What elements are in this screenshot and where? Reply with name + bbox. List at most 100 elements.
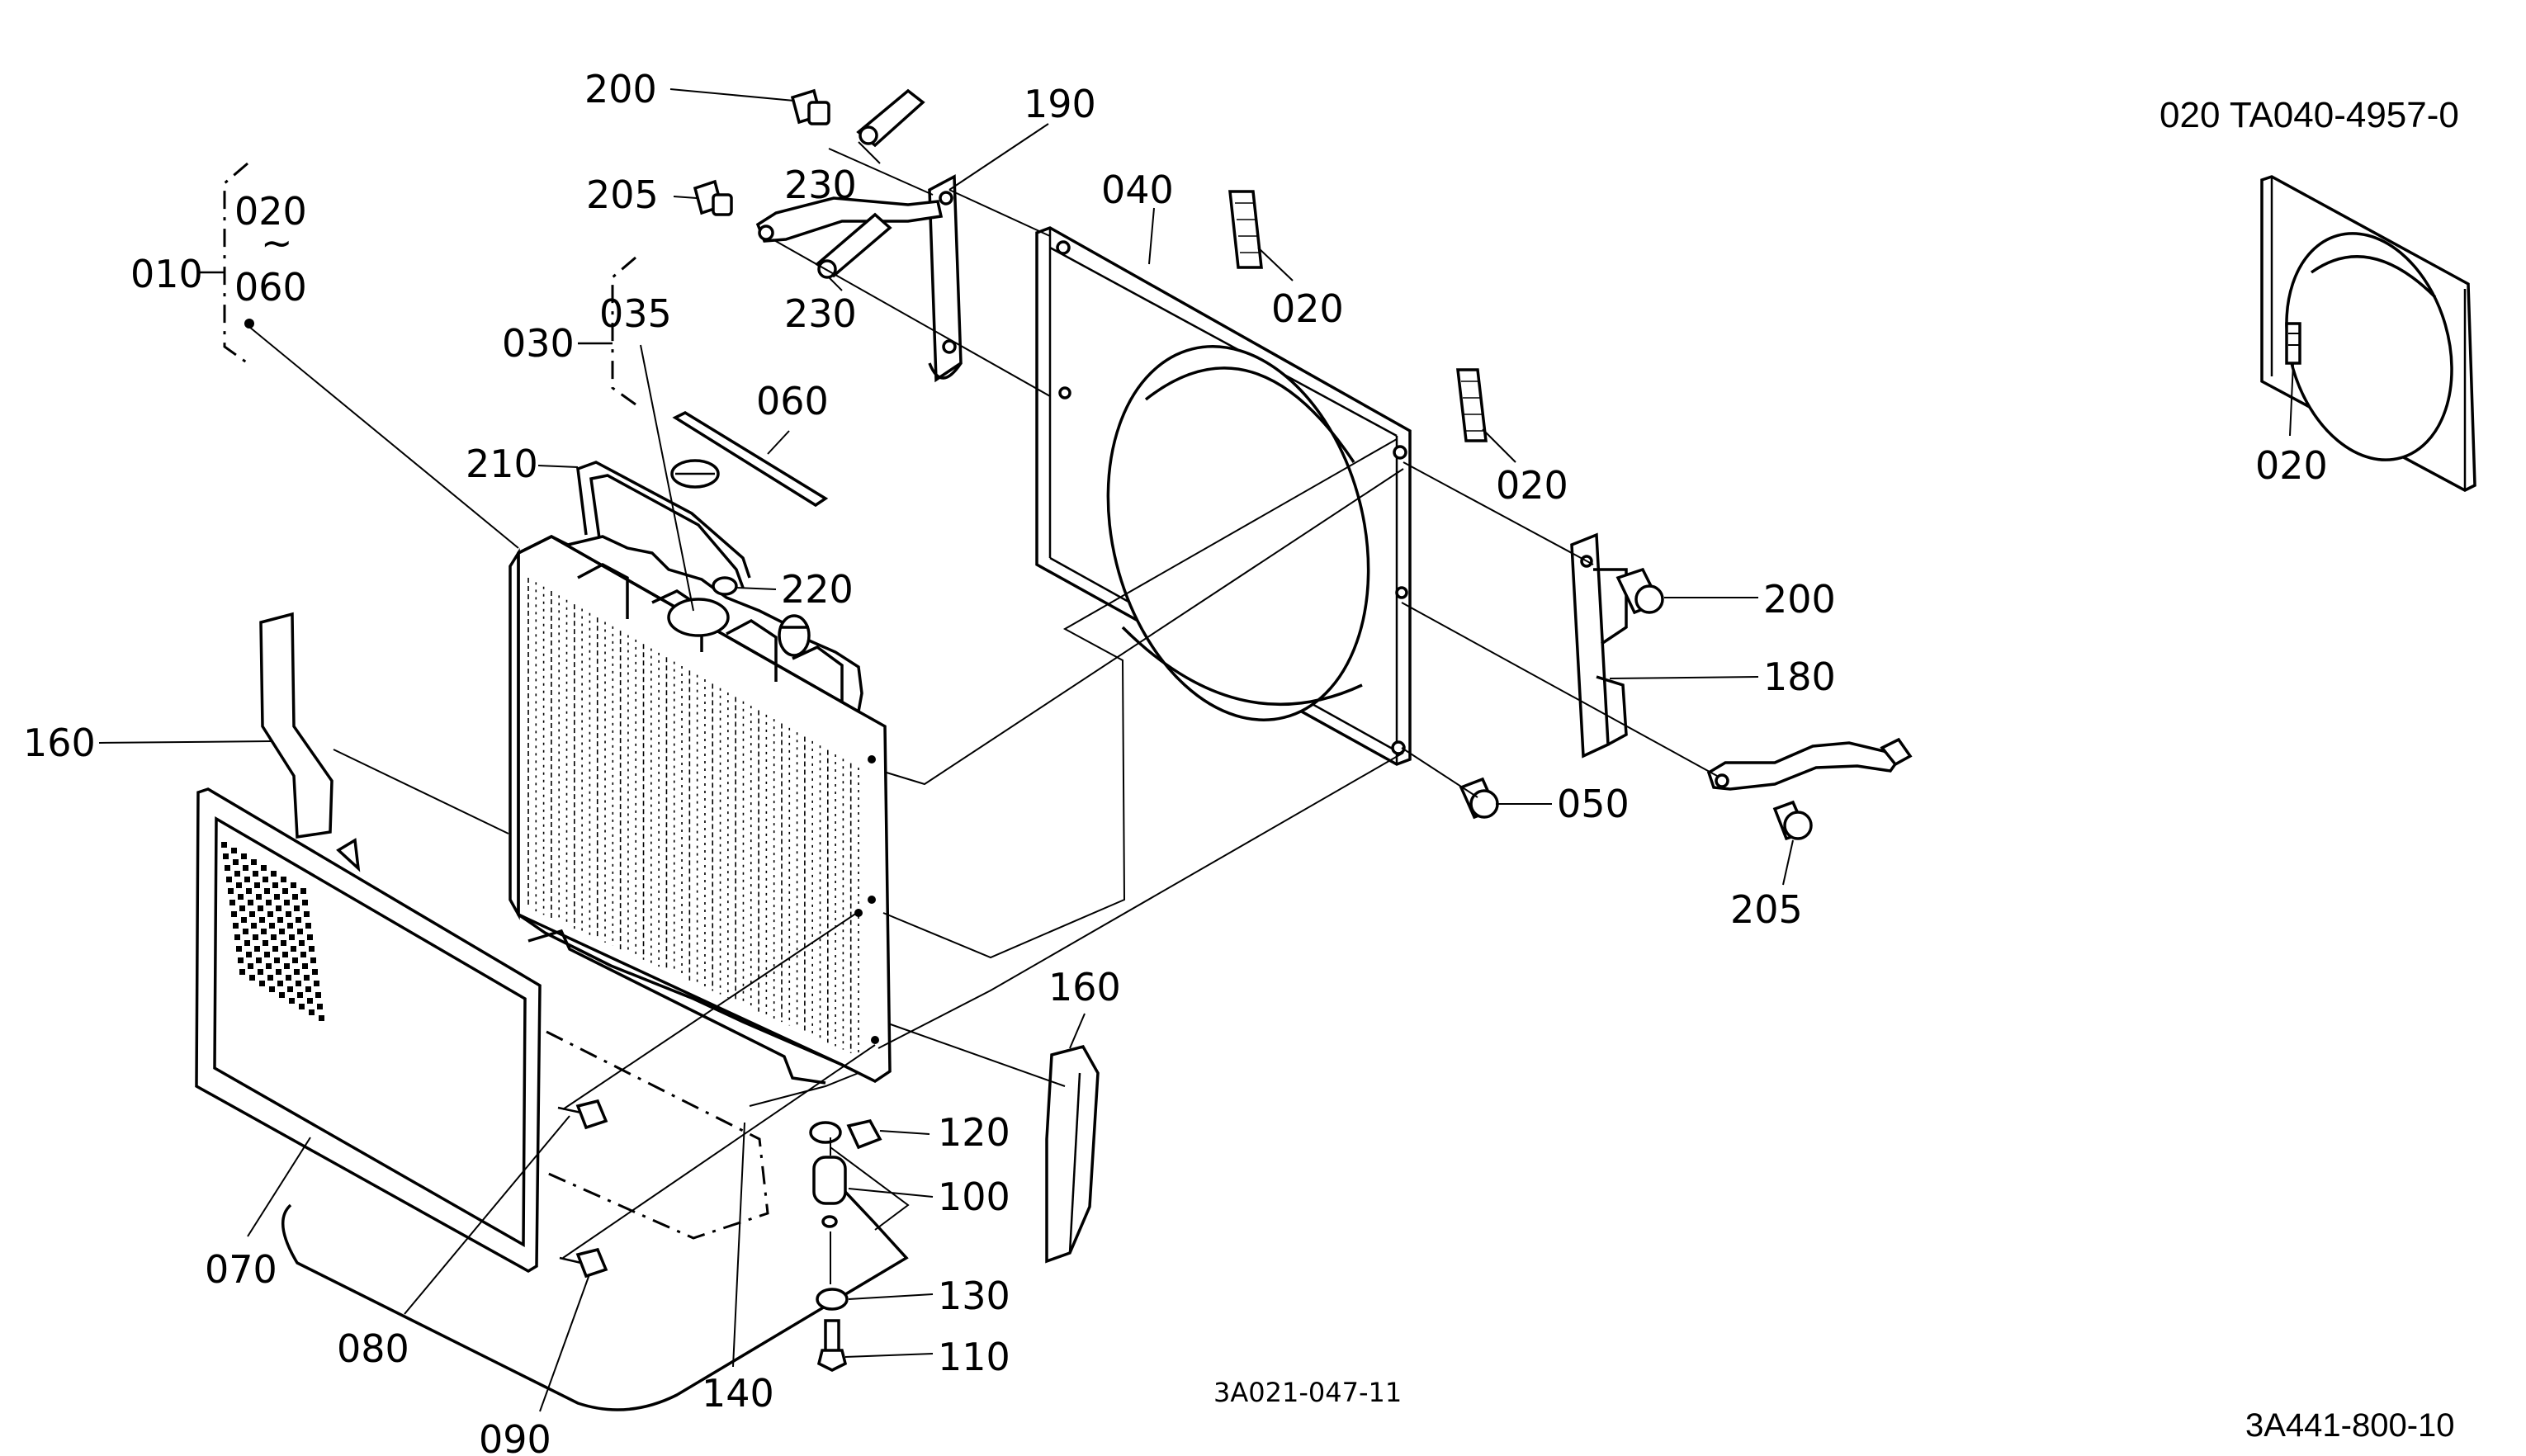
callout-230-upper: 230 bbox=[784, 163, 857, 207]
mesh-cell bbox=[241, 853, 247, 859]
mesh-cell bbox=[294, 969, 300, 975]
mesh-cell bbox=[239, 905, 245, 911]
strip-060 bbox=[672, 411, 829, 508]
stay-230-upper bbox=[856, 88, 925, 148]
mesh-cell bbox=[305, 923, 311, 929]
bolt-200-right bbox=[1615, 567, 1664, 615]
mesh-cell bbox=[312, 969, 318, 975]
callout-200-right: 200 bbox=[1763, 577, 1836, 622]
stay-left bbox=[928, 174, 963, 383]
mesh-cell bbox=[269, 986, 275, 992]
mesh-cell bbox=[282, 888, 288, 894]
callout-070: 070 bbox=[205, 1247, 277, 1292]
callout-035: 035 bbox=[599, 291, 672, 336]
mesh-cell bbox=[256, 957, 262, 963]
mesh-cell bbox=[307, 934, 313, 940]
callout-130: 130 bbox=[938, 1274, 1010, 1318]
mesh-cell bbox=[277, 917, 283, 923]
mesh-cell bbox=[299, 1004, 305, 1009]
mesh-cell bbox=[272, 882, 278, 888]
callout-140: 140 bbox=[702, 1371, 774, 1416]
seal-pad-lower bbox=[1456, 368, 1488, 442]
mesh-cell bbox=[231, 848, 237, 853]
bolt-050-shroud bbox=[1459, 777, 1499, 820]
mesh-cell bbox=[317, 1004, 323, 1009]
stay-bracket-mid bbox=[755, 196, 944, 279]
screen-mesh bbox=[221, 842, 324, 1021]
mesh-cell bbox=[266, 963, 272, 969]
mesh-cell bbox=[289, 934, 295, 940]
mesh-cell bbox=[300, 952, 306, 957]
mesh-cell bbox=[243, 865, 248, 871]
callout-080: 080 bbox=[337, 1326, 409, 1371]
callout-205-mid: 205 bbox=[586, 173, 659, 217]
radiator-cap bbox=[670, 459, 720, 489]
mesh-cell bbox=[253, 871, 258, 877]
washer-130 bbox=[816, 1288, 849, 1311]
mesh-cell bbox=[246, 888, 252, 894]
group-bracket-010 bbox=[198, 162, 254, 365]
side-cover-right bbox=[1045, 1044, 1100, 1264]
mesh-cell bbox=[296, 917, 301, 923]
callout-090: 090 bbox=[479, 1417, 551, 1456]
callout-060-range-end: 060 bbox=[234, 265, 307, 310]
mesh-cell bbox=[305, 986, 311, 992]
mesh-cell bbox=[309, 946, 315, 952]
mesh-cell bbox=[233, 859, 239, 865]
mesh-cell bbox=[291, 882, 296, 888]
mesh-cell bbox=[259, 981, 265, 986]
mesh-cell bbox=[239, 969, 245, 975]
mesh-cell bbox=[271, 934, 277, 940]
mesh-cell bbox=[263, 940, 268, 946]
mesh-cell bbox=[294, 905, 300, 911]
callout-030: 030 bbox=[502, 321, 575, 366]
mesh-cell bbox=[253, 934, 258, 940]
fan-shroud bbox=[1035, 226, 1412, 766]
mesh-cell bbox=[264, 952, 270, 957]
inset-leader bbox=[2289, 362, 2294, 437]
mesh-cell bbox=[258, 969, 263, 975]
mesh-cell bbox=[267, 911, 273, 917]
inset-shroud bbox=[2260, 175, 2476, 492]
mesh-cell bbox=[234, 871, 240, 877]
mesh-cell bbox=[225, 865, 230, 871]
callout-180: 180 bbox=[1763, 655, 1836, 699]
mesh-cell bbox=[246, 952, 252, 957]
support-120 bbox=[809, 1118, 882, 1150]
radiator-core bbox=[509, 535, 892, 1085]
hose-clamp bbox=[712, 576, 738, 596]
mesh-cell bbox=[300, 888, 306, 894]
side-cover-left bbox=[259, 612, 333, 839]
mesh-cell bbox=[251, 859, 257, 865]
under-plate bbox=[281, 1030, 909, 1411]
mesh-cell bbox=[276, 969, 281, 975]
mesh-cell bbox=[266, 900, 272, 905]
drawing-number: 3A021-047-11 bbox=[1213, 1377, 1402, 1408]
callout-050: 050 bbox=[1557, 782, 1630, 826]
mesh-cell bbox=[281, 877, 286, 882]
callout-200-top: 200 bbox=[584, 67, 657, 111]
mesh-cell bbox=[231, 911, 237, 917]
callout-020-inset: 020 bbox=[2255, 443, 2328, 488]
mesh-cell bbox=[251, 923, 257, 929]
bolt-110 bbox=[816, 1319, 848, 1372]
mesh-cell bbox=[304, 911, 310, 917]
mesh-cell bbox=[244, 940, 250, 946]
mesh-cell bbox=[302, 900, 308, 905]
callout-060-strip: 060 bbox=[756, 379, 829, 423]
assembly-guide-lines bbox=[333, 148, 1718, 1284]
callout-120: 120 bbox=[938, 1110, 1010, 1155]
mesh-cell bbox=[276, 905, 281, 911]
mesh-cell bbox=[223, 853, 229, 859]
mesh-cell bbox=[291, 946, 296, 952]
radiator-fins bbox=[527, 578, 859, 1057]
bolt-200-top bbox=[790, 88, 830, 125]
mesh-cell bbox=[272, 946, 278, 952]
mesh-cell bbox=[259, 917, 265, 923]
mesh-cell bbox=[244, 877, 250, 882]
callout-205-right: 205 bbox=[1730, 887, 1803, 932]
mesh-cell bbox=[238, 894, 244, 900]
mesh-cell bbox=[269, 923, 275, 929]
mesh-cell bbox=[267, 975, 273, 981]
